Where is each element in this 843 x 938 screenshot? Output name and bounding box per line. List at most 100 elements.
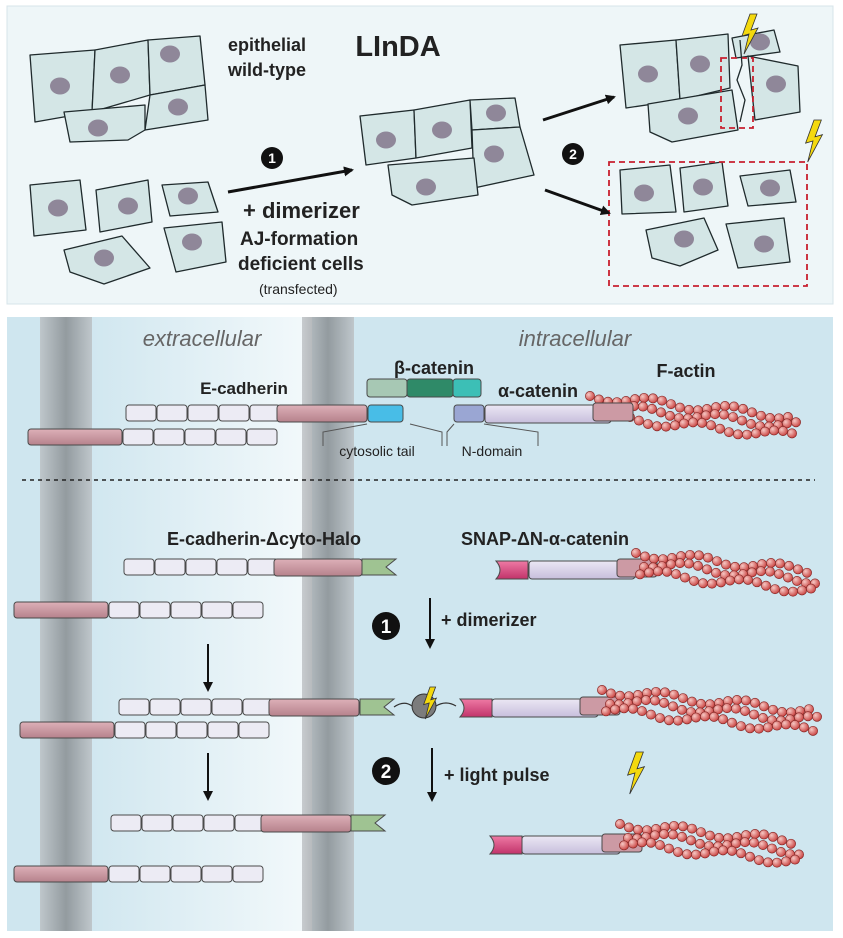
cadherin-cyto-domain [268,698,360,717]
cell [29,179,87,237]
ec-repeat [201,601,233,619]
ec-repeat [184,428,216,446]
cell [619,164,677,215]
ec-repeat [249,404,281,422]
lightning-icon [804,119,824,163]
ec-repeat [185,558,217,576]
cell [747,55,801,121]
intracellular-label: intracellular [519,326,633,351]
lightning-icon [422,686,438,720]
actin-binding-domain [592,402,634,422]
beta-catenin-domain [452,378,482,398]
ec-repeat [145,721,177,739]
ec-repeat [110,814,142,832]
cadherin-cyto-domain [260,814,352,833]
snap-tag [494,560,529,580]
extracellular-label: extracellular [143,326,263,351]
molecules [13,378,822,883]
cell [95,179,153,233]
ec-repeat [153,428,185,446]
cell [469,97,521,131]
cell [359,109,417,166]
cadherin-cyto-domain [273,558,363,577]
f-actin-filament [631,548,820,597]
beta-catenin-domain [406,378,454,398]
cell [63,235,151,285]
arrow-step2-down [544,188,611,215]
ec-repeat [154,558,186,576]
lightning-icon [626,751,646,795]
top-decor [608,13,824,287]
cadherin-cyto-domain [27,428,123,446]
ec-repeat [201,865,233,883]
cell [161,181,219,217]
arrow-step2-up [542,94,616,122]
wildtype-label-2: wild-type [227,60,306,80]
ec-repeat [139,601,171,619]
ec-repeat [108,601,140,619]
step1-badge: 1 [261,147,283,169]
deficient-label-2: deficient cells [238,254,364,275]
ec-repeat [203,814,235,832]
ec-repeat [218,404,250,422]
cell [387,157,479,206]
ec-repeat [118,698,150,716]
snap-tag [488,835,523,855]
cell [63,104,146,143]
step2-badge: 2 [562,143,584,165]
cytosolic-tail-label: cytosolic tail [339,443,414,459]
step2-badge-bottom: 2 [372,757,400,785]
ec-repeat [114,721,146,739]
ec-repeat [232,865,264,883]
svg-text:1: 1 [381,617,392,638]
ec-repeat [123,558,155,576]
ec-repeat [187,404,219,422]
highlight-box-large [608,161,808,287]
f-actin-label: F-actin [656,361,715,381]
cell [144,84,209,131]
snap-construct-label: SNAP-ΔN-α-catenin [461,529,629,549]
ec-repeat [176,721,208,739]
ec-repeat [139,865,171,883]
ec-repeat [180,698,212,716]
ec-repeat [211,698,243,716]
fracture-line [736,39,746,123]
cell [679,161,729,213]
cadherin-cyto-domain [13,865,109,883]
cadherin-cyto-domain [13,601,109,619]
svg-text:2: 2 [569,146,577,162]
beta-catenin-domain [366,378,408,398]
cell-sheets [29,29,801,285]
f-actin-filament [597,685,822,736]
svg-text:1: 1 [268,150,276,166]
cytosolic-tail [367,404,404,423]
cell [147,35,206,96]
cell [647,89,739,143]
e-cadherin-label: E-cadherin [200,379,288,398]
linker [393,702,457,708]
cell [413,99,473,159]
arrow-step1 [227,166,354,194]
light-pulse-label: + light pulse [444,765,550,785]
cadherin-cyto-domain [19,721,115,739]
f-actin-filament [615,819,804,868]
halo-tag [359,698,396,716]
dimerizer-label-bottom: + dimerizer [441,610,537,630]
ec-repeat [207,721,239,739]
step1-badge-bottom: 1 [372,612,400,640]
cadherin-cyto-domain [276,404,368,423]
cell [619,39,681,109]
ec-repeat [170,865,202,883]
cell [91,39,151,113]
ec-repeat [156,404,188,422]
ec-repeat [149,698,181,716]
cell [739,169,797,207]
ec-repeat [216,558,248,576]
wildtype-label-1: epithelial [228,35,306,55]
ec-repeat [215,428,247,446]
dimerizer-label-top: + dimerizer [243,198,360,223]
ec-repeat [170,601,202,619]
alpha-catenin-label: α-catenin [498,381,578,401]
cell [675,33,731,101]
ecad-construct-label: E-cadherin-Δcyto-Halo [167,529,361,549]
